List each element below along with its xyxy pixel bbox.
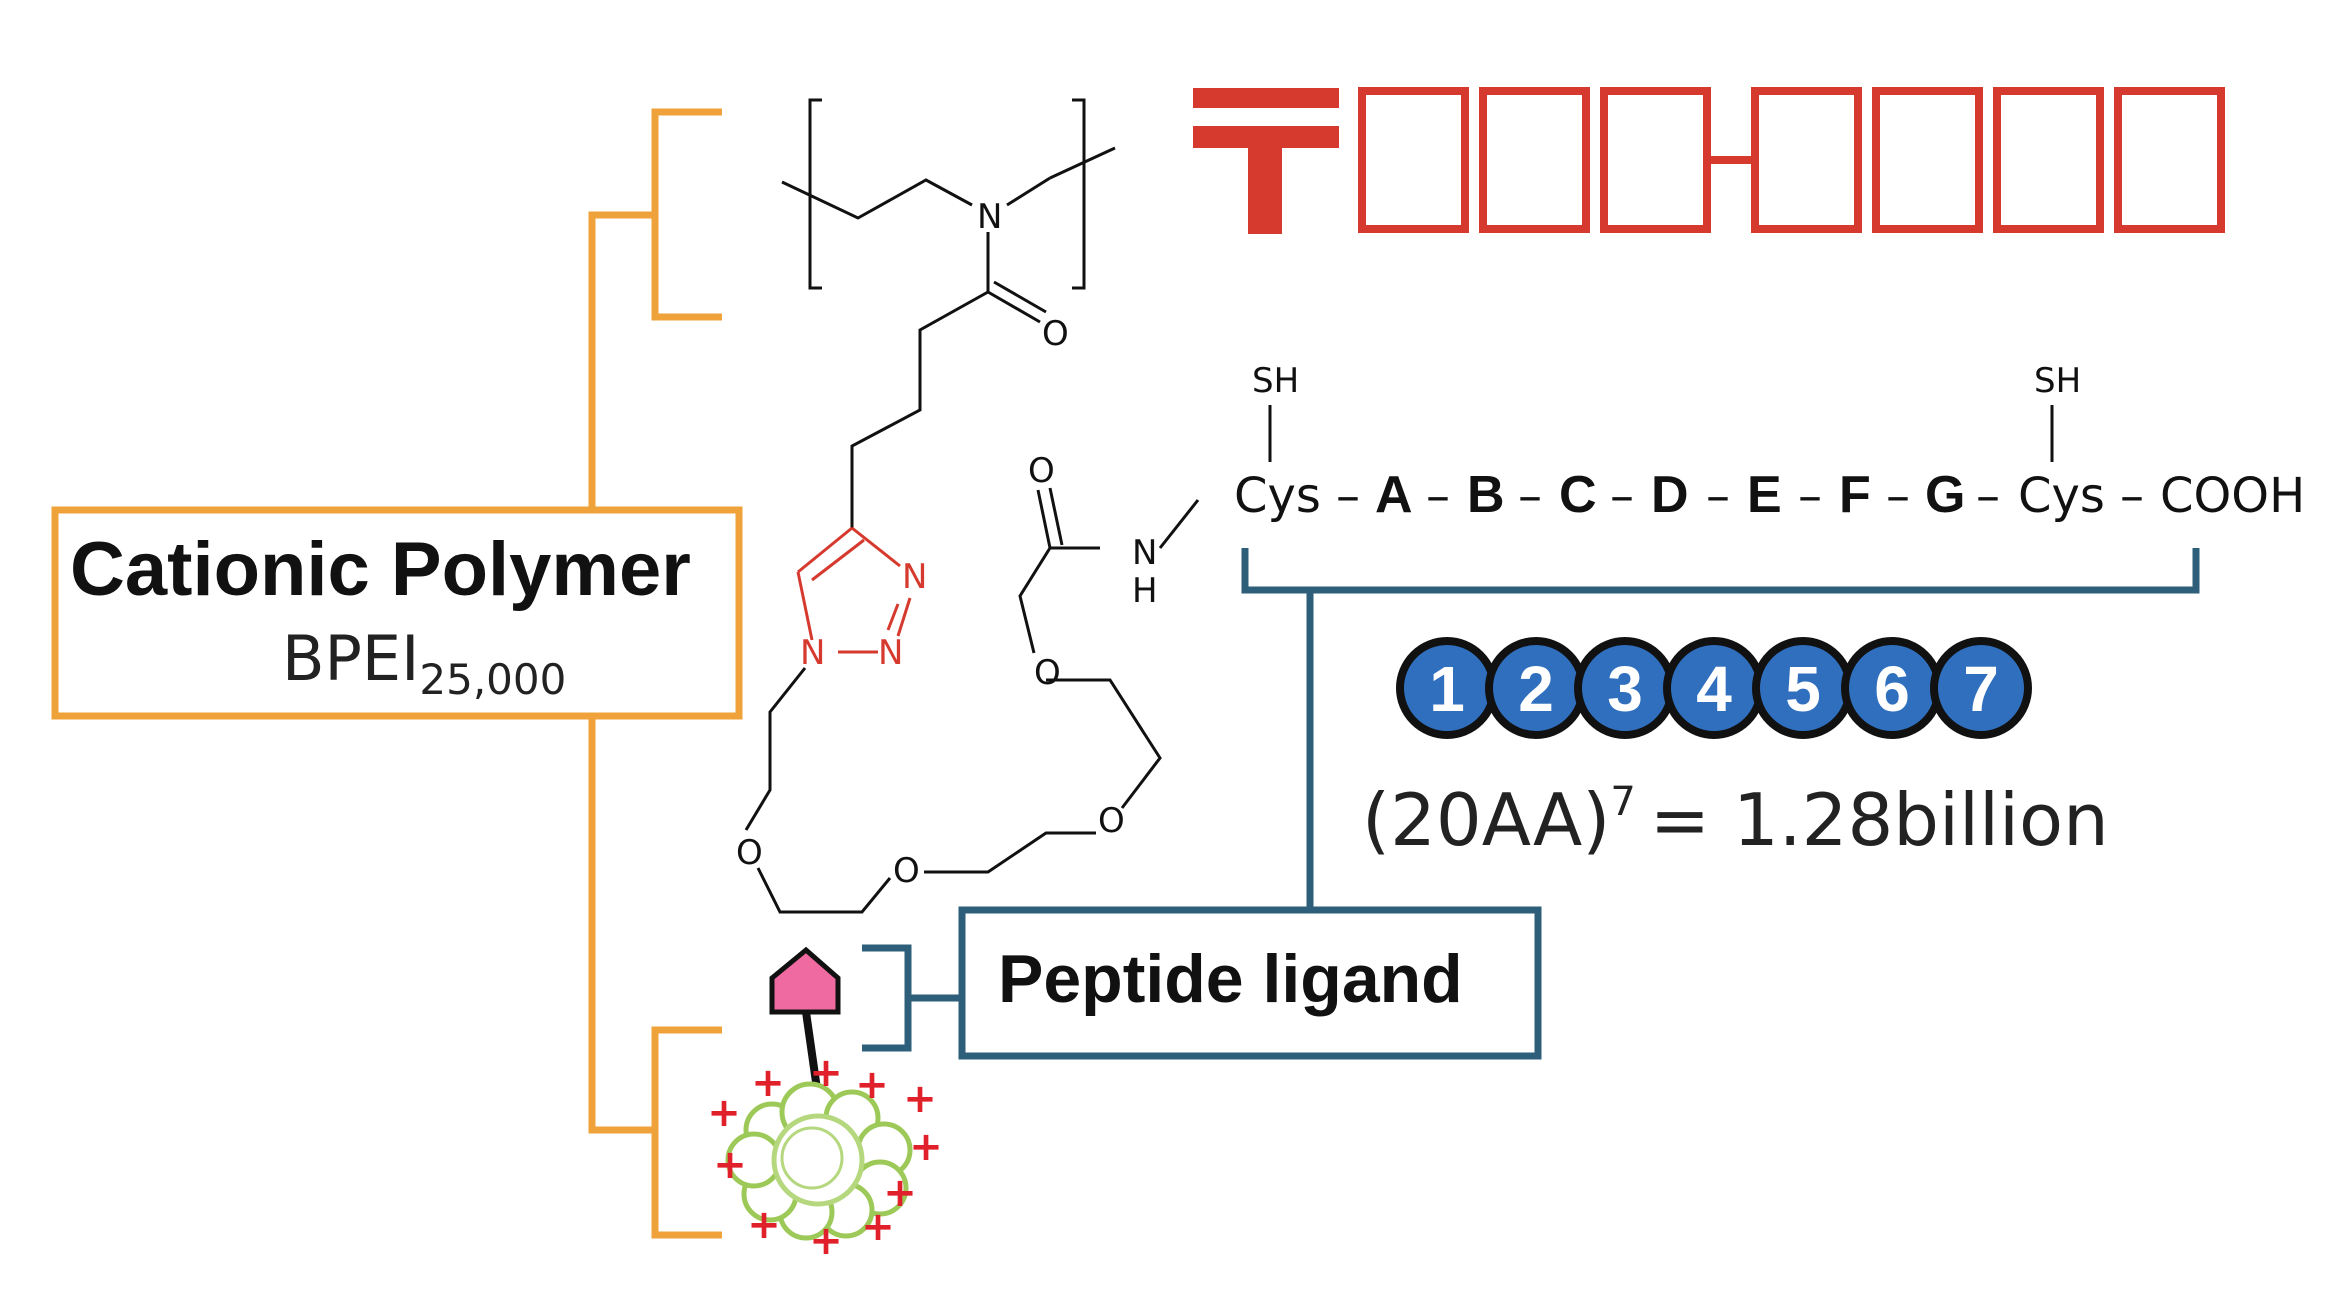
triazole-ring xyxy=(796,526,912,654)
positive-charge-8: + xyxy=(883,1170,917,1216)
sequence-residue-cooh: COOH xyxy=(2160,468,2305,524)
amide2-n-label: N xyxy=(1132,533,1157,573)
ether-o3-label: O xyxy=(1098,801,1125,841)
positive-charge-11: + xyxy=(861,1204,895,1250)
postal-mark-stem xyxy=(1248,148,1282,234)
formula-lhs: (20AA) xyxy=(1362,778,1610,862)
peg-linker xyxy=(744,487,1200,914)
cationic-polymer-title: Cationic Polymer xyxy=(70,527,691,612)
sequence-dash: – xyxy=(2120,468,2144,524)
sequence-residue-c: C xyxy=(1559,466,1597,524)
sequence-dash: – xyxy=(1518,468,1542,524)
sequence-dash: – xyxy=(1886,468,1910,524)
ether-o1-label: O xyxy=(736,833,763,873)
positive-charge-4: + xyxy=(903,1076,937,1122)
sequence-dash: – xyxy=(1426,468,1450,524)
ether-o4-label: O xyxy=(1034,653,1061,693)
sh-right-label: SH xyxy=(2034,361,2081,401)
sequence-residue-f: F xyxy=(1839,466,1871,524)
peptide-sequence: Cys–A–B–C–D–E–F–G–Cys–COOH xyxy=(1234,466,2305,524)
postal-digit-box-6 xyxy=(1993,87,2104,233)
ether-o2-label: O xyxy=(893,851,920,891)
postal-digit-box-7 xyxy=(2114,87,2225,233)
formula-exponent: 7 xyxy=(1610,779,1635,825)
postal-mark-bar-mid xyxy=(1193,126,1339,148)
cationic-polymer-box: Cationic Polymer BPEI25,000 xyxy=(51,506,743,720)
postal-digit-box-1 xyxy=(1358,87,1469,233)
position-number-5: 5 xyxy=(1785,653,1821,725)
positive-charges: +++++++++++ xyxy=(707,1050,943,1264)
sequence-dash: – xyxy=(1706,468,1730,524)
sh-side-chain-left: SH xyxy=(1252,361,1299,462)
bpei-label: BPEI25,000 xyxy=(282,622,566,704)
positive-charge-10: + xyxy=(809,1218,843,1264)
position-number-3: 3 xyxy=(1607,653,1643,725)
sequence-residue-g: G xyxy=(1925,466,1965,524)
postal-code-mark xyxy=(1193,87,2225,234)
postal-digit-box-3 xyxy=(1600,87,1711,233)
postal-digit-box-4 xyxy=(1751,87,1862,233)
positive-charge-7: + xyxy=(713,1142,747,1188)
peptide-ligand-label: Peptide ligand xyxy=(998,941,1463,1017)
position-number-1: 1 xyxy=(1429,653,1465,725)
triazole-n1-label: N xyxy=(800,633,825,673)
sequence-residue-e: E xyxy=(1747,466,1782,524)
positive-charge-6: + xyxy=(909,1124,943,1170)
triazole-n2-label: N xyxy=(878,633,903,673)
sequence-dash: – xyxy=(1798,468,1822,524)
nanoparticle-blob-icon xyxy=(725,1081,913,1241)
carbonyl-o-label: O xyxy=(1042,314,1069,354)
positive-charge-3: + xyxy=(855,1062,889,1108)
sequence-dash: – xyxy=(1976,468,2000,524)
sh-side-chain-right: SH xyxy=(2034,361,2081,462)
cationic-polymer-bracket xyxy=(588,108,722,1239)
position-circle-7 xyxy=(1930,637,2032,739)
sequence-residue-cys: Cys xyxy=(2018,468,2105,524)
positive-charge-1: + xyxy=(751,1060,785,1106)
triazole-n3-label: N xyxy=(902,557,927,597)
position-number-2: 2 xyxy=(1518,653,1554,725)
sequence-residue-b: B xyxy=(1467,466,1505,524)
position-number-6: 6 xyxy=(1874,653,1910,725)
postal-mark-bar-top xyxy=(1193,88,1339,108)
sequence-dash: – xyxy=(1336,468,1360,524)
sh-left-label: SH xyxy=(1252,361,1299,401)
peptide-ligand-box: Peptide ligand xyxy=(958,906,1542,1060)
sequence-dash: – xyxy=(1610,468,1634,524)
formula-rhs: = 1.28billion xyxy=(1650,778,2109,862)
sequence-residue-cys: Cys xyxy=(1234,468,1321,524)
library-size-formula: (20AA)7 = 1.28billion xyxy=(1362,778,2109,862)
sequence-bracket xyxy=(862,548,2200,1052)
peptide-ligand-pentagon-icon xyxy=(769,946,841,1015)
sequence-residue-d: D xyxy=(1651,466,1689,524)
polymer-repeat-unit xyxy=(781,98,1116,528)
carbonyl2-o-label: O xyxy=(1028,451,1055,491)
sequence-residue-a: A xyxy=(1375,466,1413,524)
position-number-4: 4 xyxy=(1696,653,1732,725)
positive-charge-9: + xyxy=(747,1202,781,1248)
amide-n-label: N xyxy=(977,197,1002,237)
postal-digit-box-2 xyxy=(1479,87,1590,233)
amide2-h-label: H xyxy=(1132,571,1158,611)
position-number-7: 7 xyxy=(1963,653,1999,725)
positive-charge-2: + xyxy=(809,1050,843,1096)
positive-charge-5: + xyxy=(707,1090,741,1136)
postal-digit-box-5 xyxy=(1872,87,1983,233)
